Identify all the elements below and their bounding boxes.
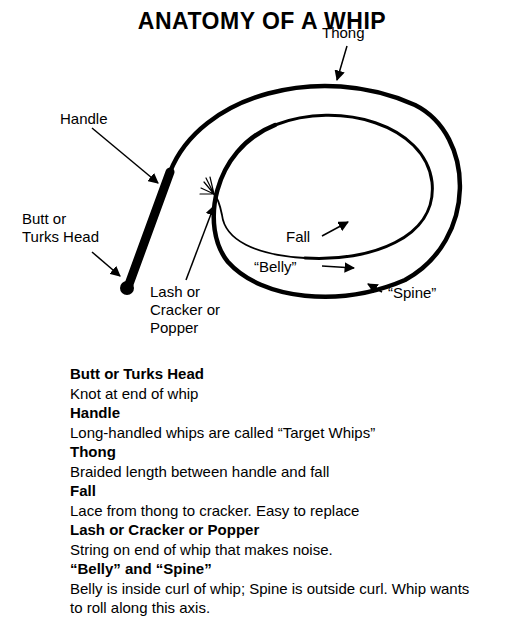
definition-list: Butt or Turks HeadKnot at end of whipHan… (70, 364, 470, 618)
term-heading: Handle (70, 403, 470, 423)
term-heading: “Belly” and “Spine” (70, 559, 470, 579)
term-heading: Lash or Cracker or Popper (70, 520, 470, 540)
part-label: Butt or Turks Head (22, 210, 107, 246)
term-definition: Lace from thong to cracker. Easy to repl… (70, 501, 470, 521)
term-definition: String on end of whip that makes noise. (70, 540, 470, 560)
whip-lash (200, 177, 214, 194)
part-label: Thong (322, 24, 392, 42)
part-label: Fall (286, 228, 326, 246)
term-heading: Butt or Turks Head (70, 364, 470, 384)
turks-head-knot (120, 281, 134, 295)
leader-arrow (92, 128, 158, 183)
part-label: Handle (60, 110, 130, 128)
whip-thong-inner (275, 115, 432, 258)
part-label: Lash or Cracker or Popper (150, 283, 242, 337)
term-heading: Thong (70, 442, 470, 462)
term-definition: Braided length between handle and fall (70, 462, 470, 482)
leader-arrow (92, 252, 120, 276)
leader-arrow (186, 206, 214, 280)
leader-arrow (368, 284, 382, 292)
term-definition: Belly is inside curl of whip; Spine is o… (70, 579, 470, 618)
term-definition: Long-handled whips are called “Target Wh… (70, 423, 470, 443)
whip-handle (128, 172, 170, 287)
whip-fall (214, 194, 305, 258)
term-definition: Knot at end of whip (70, 384, 470, 404)
part-label: “Spine” (388, 284, 458, 302)
whip-thong (170, 86, 460, 297)
leader-arrow (322, 266, 354, 268)
leader-arrow (322, 222, 348, 236)
term-heading: Fall (70, 481, 470, 501)
diagram-title: ANATOMY OF A WHIP (0, 8, 524, 35)
part-label: “Belly” (254, 258, 324, 276)
leader-arrow (337, 46, 347, 80)
